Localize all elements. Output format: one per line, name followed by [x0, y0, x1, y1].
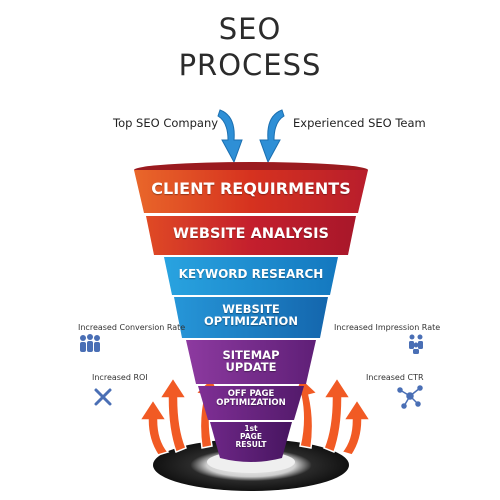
funnel [134, 162, 368, 462]
stage-7-line-3: RESULT [235, 439, 267, 449]
title-line-2: PROCESS [178, 48, 322, 82]
stage-6-line-2: OPTIMIZATION [216, 397, 286, 408]
stage-6-shape [198, 386, 304, 420]
input-label-left: Top SEO Company [113, 116, 219, 130]
benefit-bottom-right: Increased CTR [366, 373, 424, 382]
benefit-top-right: Increased Impression Rate [334, 323, 441, 332]
stage-1-shape [134, 170, 368, 213]
benefit-bottom-left: Increased ROI [92, 373, 148, 382]
down-arrow-icon [259, 109, 285, 164]
title-line-1: SEO [218, 12, 282, 46]
benefit-top-left: Increased Conversion Rate [78, 323, 186, 332]
network-people-icon [409, 334, 423, 354]
input-arrows [217, 109, 285, 164]
stage-2-shape [146, 216, 356, 255]
stage-5-line-2: UPDATE [225, 360, 277, 375]
stage-3-line-1: KEYWORD RESEARCH [178, 267, 324, 281]
up-arrow-icon [138, 398, 170, 456]
input-label-right: Experienced SEO Team [293, 116, 426, 130]
stage-2-line-1: WEBSITE ANALYSIS [173, 226, 329, 242]
stage-1-label: CLIENT REQUIRMENTS [144, 179, 358, 198]
stage-5-shape [186, 340, 316, 384]
up-arrow-icon [340, 398, 372, 456]
stage-7-line-2: PAGE [240, 431, 262, 441]
stage-2-label: WEBSITE ANALYSIS [154, 226, 348, 242]
down-arrow-icon [217, 109, 243, 164]
stage-7-line-1: 1st [244, 424, 258, 433]
stage-4-line-1: WEBSITE [222, 302, 280, 316]
stage-6-line-1: OFF PAGE [227, 389, 275, 399]
stage-3-shape [164, 257, 338, 295]
stage-1-line-1: CLIENT REQUIRMENTS [151, 179, 351, 198]
stage-3-label: KEYWORD RESEARCH [172, 268, 330, 281]
stage-4-shape [174, 297, 328, 338]
stage-5-label: SITEMAP UPDATE [196, 349, 306, 373]
stage-6-label: OFF PAGE OPTIMIZATION [208, 390, 294, 408]
stage-7-shape [210, 422, 292, 462]
stage-4-label: WEBSITE OPTIMIZATION [182, 303, 320, 327]
stage-4-line-2: OPTIMIZATION [204, 314, 298, 329]
up-arrow-icon [158, 376, 188, 453]
stage-7-label: 1st PAGE RESULT [220, 425, 282, 449]
stage-5-line-1: SITEMAP [222, 348, 280, 362]
tools-icon [94, 388, 112, 406]
people-group-icon [80, 334, 100, 352]
molecule-icon [397, 385, 423, 409]
up-arrow-icon [322, 376, 352, 453]
